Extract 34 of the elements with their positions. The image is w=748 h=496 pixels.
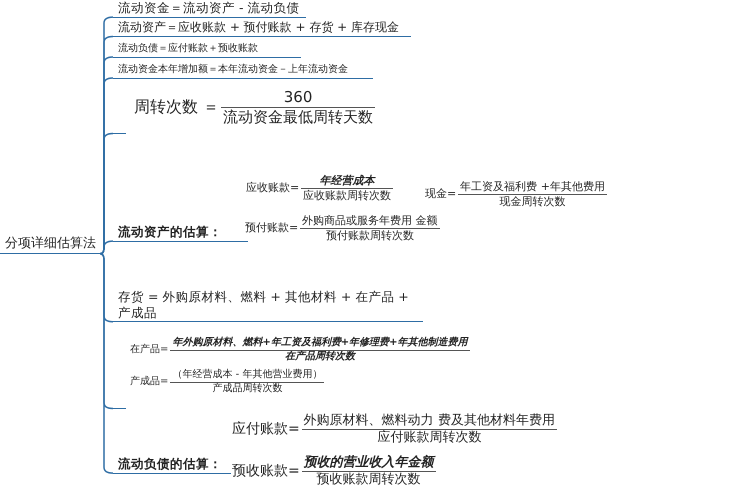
branch-topic: 流动资金＝流动资产 - 流动负债 bbox=[113, 0, 306, 18]
fraction-denominator: 在产品周转次数 bbox=[284, 350, 357, 363]
fraction-denominator: 应付账款周转次数 bbox=[376, 430, 482, 446]
branch-topic: 存货 = 外购原材料、燃料 + 其他材料 + 在产品 + 产成品 bbox=[113, 289, 423, 322]
formula-term: 预收账款= bbox=[232, 463, 300, 480]
fraction-numerator: 外购原材料、燃料动力 费及其他材料年费用 bbox=[302, 413, 557, 430]
formula-term: 应付账款= bbox=[232, 421, 300, 438]
fraction-numerator: 年经营成本 bbox=[301, 174, 394, 189]
fraction-numerator: 年外购原材料、燃料+年工资及福利费+年修理费+年其他制造费用 bbox=[170, 337, 470, 350]
fraction-denominator: 预付账款周转次数 bbox=[324, 228, 415, 242]
root-topic: 分项详细估算法 bbox=[0, 236, 100, 254]
fraction-numerator: 360 bbox=[221, 88, 376, 108]
branch-topic: 流动负债＝应付账款＋预收账款 bbox=[113, 43, 301, 58]
formula-term: 在产品= bbox=[130, 344, 168, 356]
fraction-denominator: 流动资金最低周转天数 bbox=[222, 108, 374, 126]
branch-topic: 流动资产＝应收账款 + 预付账款 + 存货 + 库存现金 bbox=[113, 20, 411, 37]
fraction-denominator: 产成品周转次数 bbox=[211, 382, 284, 395]
fraction-numerator: 外购商品或服务年费用 金额 bbox=[300, 214, 440, 229]
branch-connector bbox=[100, 240, 114, 254]
formula-term: 应收账款= bbox=[246, 181, 300, 196]
empty-topic-line bbox=[113, 408, 126, 409]
fraction-denominator: 现金周转次数 bbox=[498, 194, 567, 208]
formula-term: 产成品= bbox=[130, 376, 168, 388]
empty-topic-line bbox=[113, 133, 126, 134]
fraction-denominator: 应收账款周转次数 bbox=[302, 188, 392, 202]
fraction-numerator: 预收的营业收入年金额 bbox=[302, 455, 436, 472]
formula-term: 现金= bbox=[425, 187, 456, 202]
fraction-numerator: （年经营成本 - 年其他营业费用） bbox=[170, 369, 324, 382]
branch-topic: 流动负债的估算： bbox=[113, 456, 231, 474]
fraction-denominator: 预收账款周转次数 bbox=[316, 472, 422, 488]
fraction-numerator: 年工资及福利费 +年其他费用 bbox=[458, 180, 607, 195]
formula-term: 周转次数 ＝ bbox=[134, 97, 220, 118]
branch-topic: 流动资金本年增加额＝本年流动资金－上年流动资金 bbox=[113, 64, 373, 78]
formula-term: 预付账款= bbox=[245, 221, 298, 236]
